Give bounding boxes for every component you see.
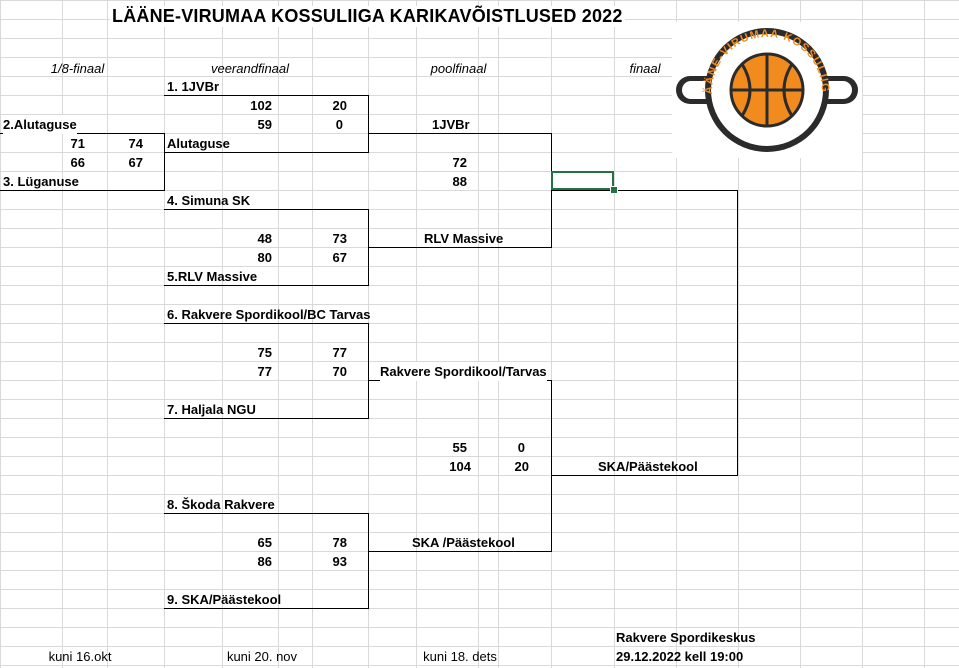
sf2-team-a: Rakvere Spordikool/Tarvas bbox=[380, 362, 547, 381]
deadline-r16: kuni 16.okt bbox=[48, 649, 112, 664]
qf3-score-1b: 77 bbox=[332, 345, 347, 360]
sf1-team-a: 1JVBr bbox=[432, 117, 470, 132]
sf1-score-1: 72 bbox=[452, 155, 467, 170]
r16-score-a-g1: 71 bbox=[70, 136, 85, 151]
sf2-score-2b: 20 bbox=[514, 459, 529, 474]
final-datetime: 29.12.2022 kell 19:00 bbox=[616, 649, 744, 664]
fill-handle[interactable] bbox=[610, 186, 618, 194]
qf2-score-2b: 67 bbox=[332, 250, 347, 265]
r16-score-b-g1: 74 bbox=[128, 136, 143, 151]
sf2-score-2a: 104 bbox=[449, 459, 471, 474]
qf2-team-b: 5.RLV Massive bbox=[167, 269, 258, 284]
league-logo: LÄÄNE-VIRUMAA KOSSULIIGA bbox=[667, 13, 862, 158]
qf4-score-1b: 78 bbox=[332, 535, 347, 550]
qf4-score-1a: 65 bbox=[257, 535, 272, 550]
sf2-score-1b: 0 bbox=[517, 440, 525, 455]
r16-team-b: 3. Lüganuse bbox=[3, 174, 79, 189]
qf4-score-2b: 93 bbox=[332, 554, 347, 569]
final-bracket bbox=[551, 190, 738, 476]
round-header-qf: veerandfinaal bbox=[210, 61, 290, 76]
qf2-score-1a: 48 bbox=[257, 231, 272, 246]
qf3-team-b: 7. Haljala NGU bbox=[167, 402, 256, 417]
qf3-bracket bbox=[164, 323, 369, 419]
final-venue: Rakvere Spordikeskus bbox=[616, 630, 756, 645]
sf1-score-2: 88 bbox=[452, 174, 467, 189]
qf3-score-2b: 70 bbox=[332, 364, 347, 379]
qf4-team-a: 8. Škoda Rakvere bbox=[167, 497, 275, 512]
deadline-sf: kuni 18. dets bbox=[423, 649, 497, 664]
sf2-team-b: SKA /Päästekool bbox=[412, 535, 515, 550]
qf1-score-2b: 0 bbox=[335, 117, 343, 132]
deadline-qf: kuni 20. nov bbox=[226, 649, 298, 664]
qf1-team-b: Alutaguse bbox=[167, 136, 230, 151]
qf2-score-2a: 80 bbox=[257, 250, 272, 265]
qf2-team-a: 4. Simuna SK bbox=[167, 193, 251, 208]
sf2-score-1a: 55 bbox=[452, 440, 467, 455]
qf4-score-2a: 86 bbox=[257, 554, 272, 569]
selected-cell[interactable] bbox=[551, 171, 614, 190]
qf3-team-a: 6. Rakvere Spordikool/BC Tarvas bbox=[167, 307, 371, 322]
round-header-r16: 1/8-finaal bbox=[50, 61, 105, 76]
r16-score-a-g2: 66 bbox=[70, 155, 85, 170]
sheet-title: LÄÄNE-VIRUMAA KOSSULIIGA KARIKAVÕISTLUSE… bbox=[110, 6, 625, 27]
round-header-final: finaal bbox=[629, 61, 661, 76]
qf1-score-2a: 59 bbox=[257, 117, 272, 132]
qf2-score-1b: 73 bbox=[332, 231, 347, 246]
qf4-bracket bbox=[164, 513, 369, 609]
qf1-score-1a: 102 bbox=[250, 98, 272, 113]
qf3-score-1a: 75 bbox=[257, 345, 272, 360]
basketball-icon: LÄÄNE-VIRUMAA KOSSULIIGA bbox=[667, 13, 858, 152]
final-team-b: SKA/Päästekool bbox=[598, 459, 698, 474]
qf1-bracket bbox=[164, 95, 369, 153]
r16-score-b-g2: 67 bbox=[128, 155, 143, 170]
qf4-team-b: 9. SKA/Päästekool bbox=[167, 592, 282, 607]
qf1-score-1b: 20 bbox=[332, 98, 347, 113]
qf1-team-a: 1. 1JVBr bbox=[167, 79, 220, 94]
r16-team-a: 2.Alutaguse bbox=[3, 115, 77, 134]
round-header-sf: poolfinaal bbox=[430, 61, 487, 76]
qf3-score-2a: 77 bbox=[257, 364, 272, 379]
r16-bracket bbox=[0, 133, 165, 191]
sf1-team-b: RLV Massive bbox=[424, 231, 504, 246]
